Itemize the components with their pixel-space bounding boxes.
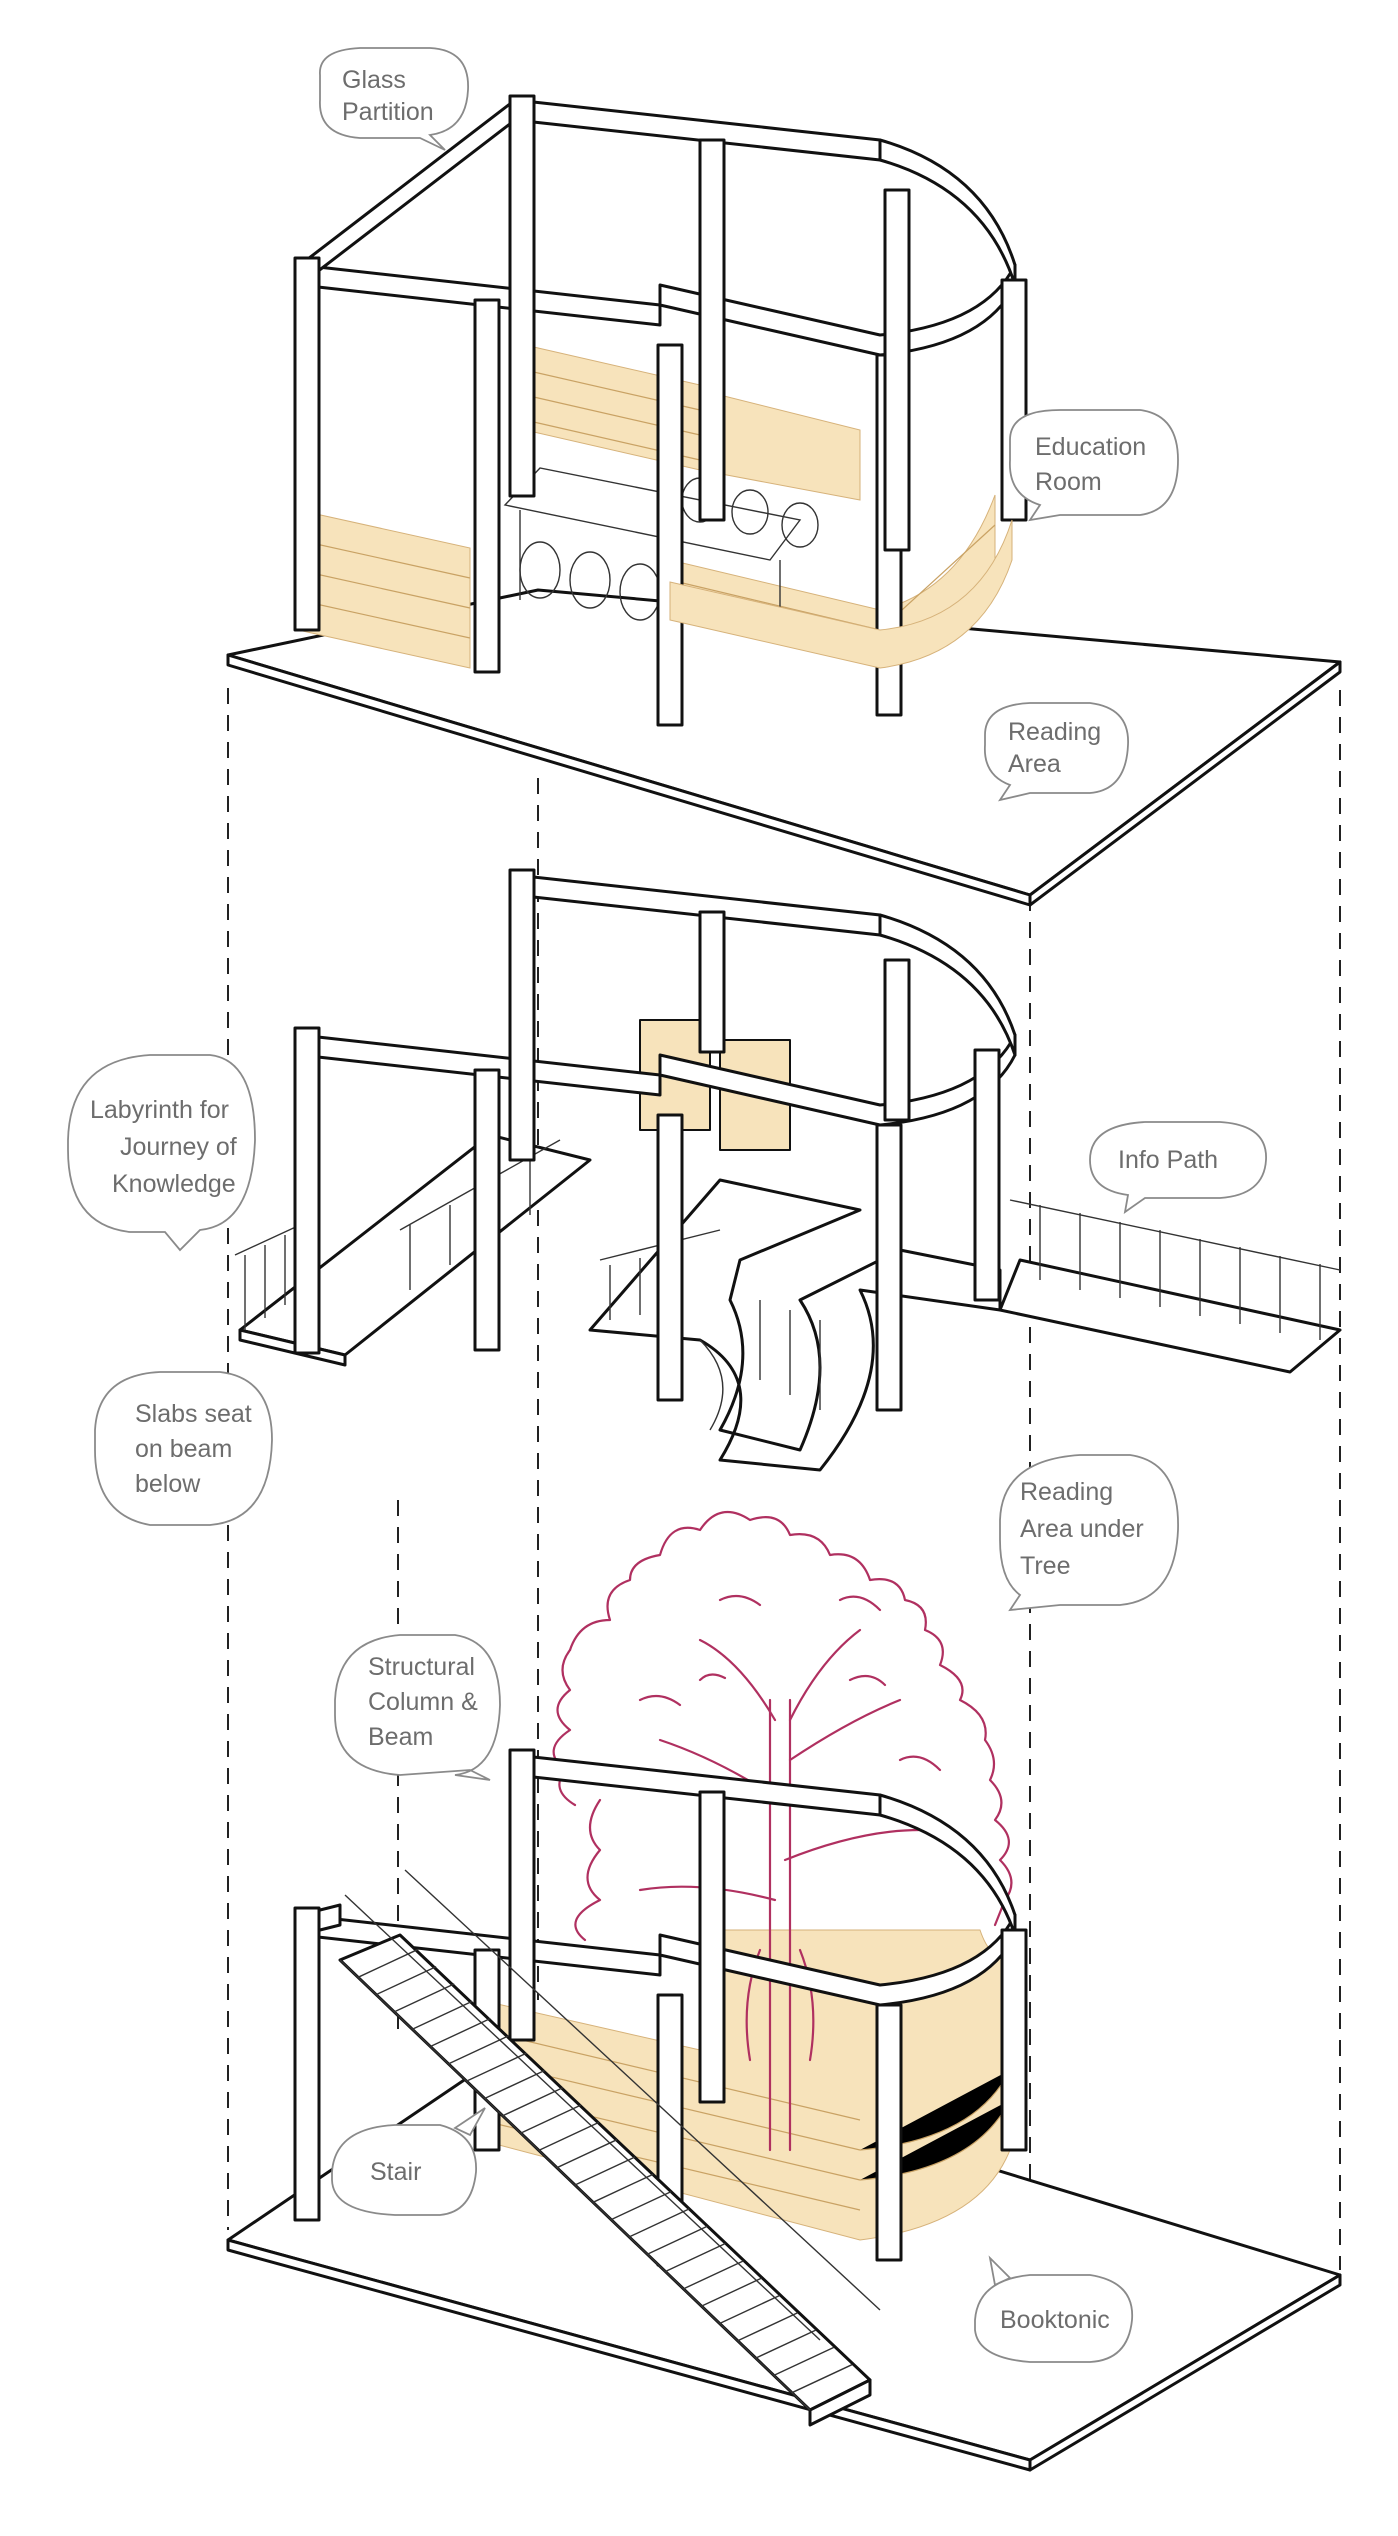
label-text: Column & [368, 1688, 478, 1716]
column [656, 1113, 684, 1402]
label-text: Knowledge [112, 1170, 236, 1198]
label-slabs: Slabs seat on beam below [94, 1371, 273, 1526]
column [473, 1068, 501, 1352]
label-text: Reading [1008, 718, 1101, 746]
column [698, 138, 726, 522]
label-text: on beam [135, 1435, 232, 1463]
stair-tread [755, 2329, 817, 2359]
column [508, 868, 536, 1162]
column [293, 256, 321, 632]
stair [338, 1869, 881, 2427]
column [1000, 1928, 1028, 2152]
stair-tread [701, 2277, 762, 2307]
stair-tread [719, 2294, 780, 2325]
stair-tread [683, 2260, 744, 2290]
column [293, 1906, 321, 2222]
column [875, 1123, 903, 1412]
column [508, 1748, 536, 2042]
label-text: Beam [368, 1723, 433, 1751]
stair-tread [773, 2346, 835, 2377]
label-info-path: Info Path [1089, 1121, 1267, 1214]
column [508, 94, 536, 498]
stair-tread [647, 2225, 708, 2255]
label-labyrinth: Labyrinth for Journey of Knowledge [67, 1054, 256, 1252]
stair-tread [502, 2087, 563, 2117]
stair-tread [538, 2121, 600, 2152]
label-text: Area under [1020, 1515, 1144, 1543]
label-reading-area-under-tree: Reading Area under Tree [999, 1454, 1179, 1612]
label-text: Booktonic [1000, 2306, 1110, 2334]
column [698, 910, 726, 1054]
label-booktonic: Booktonic [974, 2255, 1133, 2363]
stair-tread [556, 2139, 618, 2169]
stair-tread [412, 2000, 473, 2030]
label-reading-area: Reading Area [984, 702, 1129, 802]
column [973, 1048, 1001, 1302]
label-stair: Stair [331, 2107, 486, 2216]
label-structural: Structural Column & Beam [334, 1634, 501, 1781]
stair-tread [466, 2052, 527, 2082]
label-text: Tree [1020, 1552, 1070, 1580]
stair-tread [665, 2242, 726, 2273]
label-glass-partition: Glass Partition [319, 47, 469, 151]
label-text: Stair [370, 2158, 421, 2186]
stair-tread [484, 2069, 545, 2100]
column [656, 343, 684, 727]
label-text: Glass [342, 66, 406, 94]
label-text: Structural [368, 1653, 475, 1681]
label-text: Room [1035, 468, 1102, 496]
column [698, 1790, 726, 2104]
column [875, 2003, 903, 2262]
stair-tread [610, 2190, 672, 2221]
column [883, 958, 911, 1122]
middle-level-labyrinth [234, 868, 1342, 1472]
label-text: Labyrinth for [90, 1096, 229, 1124]
stair-tread [628, 2208, 690, 2238]
stair-tread [574, 2156, 636, 2186]
label-text: Journey of [120, 1133, 237, 1161]
column [883, 188, 911, 552]
label-text: Area [1008, 750, 1061, 778]
column [473, 298, 501, 674]
stair-tread [592, 2173, 654, 2203]
label-text: Partition [342, 98, 434, 126]
label-text: Info Path [1118, 1146, 1218, 1174]
column [293, 1026, 321, 1355]
label-text: below [135, 1470, 201, 1498]
top-level-education-room [226, 94, 1342, 907]
label-text: Slabs seat [135, 1400, 252, 1428]
stair-tread [520, 2104, 582, 2134]
label-text: Reading [1020, 1478, 1113, 1506]
label-education-room: Education Room [1009, 409, 1179, 522]
stair-tread [737, 2312, 798, 2342]
stair-tread [791, 2364, 853, 2394]
stair-tread [430, 2017, 491, 2048]
label-text: Education [1035, 433, 1146, 461]
stair-tread [448, 2035, 509, 2065]
